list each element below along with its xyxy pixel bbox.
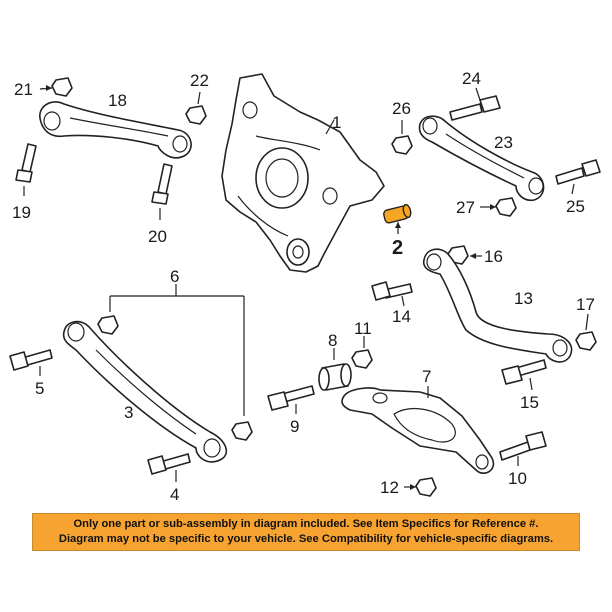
part-21-nut — [39, 77, 73, 97]
part-18-control-arm — [39, 101, 192, 159]
part-4-bolt — [147, 453, 191, 482]
callout-5: 5 — [35, 379, 44, 398]
part-12-nut — [404, 477, 437, 497]
part-24-bolt — [449, 87, 501, 121]
part-3-link — [62, 320, 228, 463]
callout-7: 7 — [422, 367, 431, 386]
callout-27: 27 — [456, 198, 475, 217]
callout-10: 10 — [508, 469, 527, 488]
part-8-bushing — [318, 348, 352, 391]
part-2-bushing-highlighted — [383, 203, 412, 234]
callout-21: 21 — [14, 80, 33, 99]
part-26-nut — [391, 120, 413, 155]
callout-12: 12 — [380, 478, 399, 497]
callout-9: 9 — [290, 417, 299, 436]
part-5-bolt — [9, 349, 53, 376]
callout-8: 8 — [328, 331, 337, 350]
callout-19: 19 — [12, 203, 31, 222]
callout-20: 20 — [148, 227, 167, 246]
part-10-bolt — [499, 431, 547, 466]
callout-26: 26 — [392, 99, 411, 118]
part-19-bolt — [15, 143, 37, 196]
callout-11: 11 — [354, 319, 372, 338]
callout-25: 25 — [566, 197, 585, 216]
callout-24: 24 — [462, 69, 481, 88]
part-13-lateral-link — [422, 248, 573, 363]
callout-14: 14 — [392, 307, 411, 326]
callout-15: 15 — [520, 393, 539, 412]
part-9-bolt — [267, 385, 315, 414]
part-22-nut — [185, 91, 207, 125]
callout-1: 1 — [332, 113, 341, 132]
part-23-control-arm — [418, 115, 545, 202]
callout-22: 22 — [190, 71, 209, 90]
part-11-nut — [351, 336, 373, 369]
callout-3: 3 — [124, 403, 133, 422]
part-1-knuckle — [221, 73, 385, 273]
part-20-bolt — [151, 163, 173, 220]
disclaimer-line-2: Diagram may not be specific to your vehi… — [58, 533, 554, 545]
callout-23: 23 — [494, 133, 513, 152]
callout-6: 6 — [170, 267, 179, 286]
part-14-bolt — [371, 281, 413, 307]
part-17-nut — [575, 313, 597, 351]
part-25-bolt — [555, 159, 601, 195]
callout-16: 16 — [484, 247, 503, 266]
part-15-bolt — [501, 359, 547, 391]
part-7-lower-arm — [341, 386, 495, 474]
callout-17: 17 — [576, 295, 595, 314]
disclaimer-line-1: Only one part or sub-assembly in diagram… — [73, 518, 539, 530]
callout-13: 13 — [514, 289, 533, 308]
callout-4: 4 — [170, 485, 179, 504]
part-6-leader — [109, 284, 245, 416]
part-6-nuts — [97, 315, 253, 441]
callout-18: 18 — [108, 91, 127, 110]
disclaimer-banner: Only one part or sub-assembly in diagram… — [32, 513, 580, 551]
callout-2: 2 — [392, 237, 403, 259]
part-27-nut — [480, 197, 517, 217]
